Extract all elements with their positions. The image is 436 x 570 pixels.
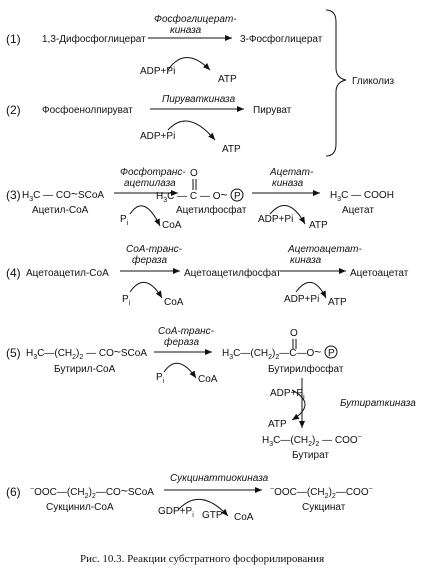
enzyme-1-name-cont: фераза xyxy=(164,336,199,348)
reaction-number: (1) xyxy=(6,32,21,46)
cofactor-1-out: CoA xyxy=(198,374,218,385)
cofactor-1-in: Pi xyxy=(122,294,131,307)
cofactor-arrow-1 xyxy=(163,362,197,379)
carbonyl-oxygen: O xyxy=(290,328,298,339)
reaction-number: (4) xyxy=(6,266,21,280)
reaction-3: (3) H3C — CO~SCoA Ацетил-CoA Фосфотранс-… xyxy=(6,166,394,231)
intermediate-formula: H3C—(CH2)2—C—O~ xyxy=(222,345,321,361)
intermediate-name: Ацетилфосфат xyxy=(176,204,247,216)
enzyme-2-name: Бутираткиназа xyxy=(340,398,416,409)
substrate-formula: H3C—(CH2)2 — CO~SCoA xyxy=(26,345,147,361)
enzyme-name: Сукцинаттиокиназа xyxy=(170,473,269,484)
cofactor-arrow-2 xyxy=(295,282,327,299)
figure-caption: Рис. 10.3. Реакции субстратного фосфорил… xyxy=(80,553,324,565)
enzyme-1-name: CoA-транс- xyxy=(126,244,183,255)
cofactor-arrow-2 xyxy=(269,205,306,225)
product-formula: H3C — COOH xyxy=(330,190,394,203)
reaction-6: (6) −OOC—(CH2)2—CO~SCoA Сукцинил-CoA Сук… xyxy=(6,473,373,523)
enzyme-2-name-cont: киназа xyxy=(290,255,322,266)
reaction-1: (1) 1,3-Дифосфоглицерат Фосфоглицерат- к… xyxy=(6,13,323,85)
product-name: Ацетат xyxy=(342,205,374,216)
cofactor-1-out: CoA xyxy=(164,297,184,308)
enzyme-name: Фосфоглицерат- xyxy=(154,13,237,25)
cofactor-in: ADP+Pi xyxy=(140,131,175,142)
cofactor-arrow-1 xyxy=(129,205,161,227)
cofactor-out-1: GTP xyxy=(202,510,223,521)
enzyme-1-name: CoA-транс- xyxy=(158,326,215,337)
enzyme-2-name: Ацетат- xyxy=(269,167,314,178)
reaction-number: (2) xyxy=(6,103,21,117)
cofactor-arrow xyxy=(177,498,229,517)
product-name: Пируват xyxy=(253,105,292,116)
cofactor-arrow-1 xyxy=(129,282,163,299)
reaction-number: (3) xyxy=(6,188,21,202)
enzyme-2-name: Ацетоацетат- xyxy=(287,244,362,255)
product-name: Ацетоацетат xyxy=(350,268,409,279)
product-formula: −OOC—(CH2)2—COO− xyxy=(270,486,373,500)
product-formula: H3C—(CH2)2 — COO− xyxy=(262,434,362,448)
substrate-name: 1,3-Дифосфоглицерат xyxy=(42,33,146,45)
cofactor-2-in: ADP+Pi xyxy=(284,294,319,305)
cofactor-arrow-2 xyxy=(291,389,306,421)
cofactor-out: ATP xyxy=(222,144,241,155)
intermediate-name: Ацетоацетилфосфат xyxy=(184,267,281,279)
reaction-number: (6) xyxy=(6,485,21,499)
substrate-name: Ацетоацетил-CoA xyxy=(26,268,109,279)
product-name: Сукцинат xyxy=(302,502,346,513)
substrate-name: Фосфоенолпируват xyxy=(42,104,133,116)
cofactor-2-out: ATP xyxy=(268,419,287,430)
enzyme-1-name-cont: ацетилаза xyxy=(124,178,176,189)
glycolysis-label: Гликолиз xyxy=(352,76,395,87)
phosphate-symbol: P xyxy=(234,191,241,202)
reaction-number: (5) xyxy=(6,346,21,360)
phosphate-symbol: P xyxy=(328,348,335,359)
cofactor-in: GDP+Pi xyxy=(158,506,194,519)
substrate-formula: H3C — CO~SCoA xyxy=(22,187,104,203)
reaction-5: (5) H3C—(CH2)2 — CO~SCoA Бутирил-CoA CoA… xyxy=(6,326,416,461)
phosphate-icon xyxy=(324,345,338,359)
cofactor-2-out: ATP xyxy=(309,220,328,231)
substrate-formula: −OOC—(CH2)2—CO~SCoA xyxy=(30,484,154,500)
cofactor-out-2: CoA xyxy=(234,512,254,523)
cofactor-1-in: Pi xyxy=(156,372,165,385)
cofactor-1-out: CoA xyxy=(162,220,182,231)
cofactor-2-in: ADP+Pi xyxy=(270,388,305,401)
cofactor-in: ADP+Pi xyxy=(140,66,175,77)
carbonyl-oxygen: O xyxy=(190,168,198,179)
reaction-2: (2) Фосфоенолпируват Пируваткиназа Пирув… xyxy=(6,94,292,155)
reaction-4: (4) Ацетоацетил-CoA CoA-транс- фераза Pi… xyxy=(6,244,409,308)
cofactor-2-in: ADP+Pi xyxy=(258,214,293,225)
enzyme-1-name: Фосфотранс- xyxy=(120,166,186,178)
enzyme-name: Пируваткиназа xyxy=(162,94,236,105)
cofactor-2-out: ATP xyxy=(328,297,347,308)
product-name: 3-Фосфоглицерат xyxy=(240,33,323,45)
enzyme-2-name-cont: киназа xyxy=(272,178,304,189)
cofactor-arrow xyxy=(167,57,211,71)
glycolysis-brace xyxy=(325,9,347,157)
intermediate-formula: H3C — C — O~ xyxy=(156,188,228,204)
cofactor-1-in: Pi xyxy=(120,214,129,227)
cofactor-arrow xyxy=(167,120,216,141)
substrate-name: Бутирил-CoA xyxy=(54,364,116,375)
enzyme-name-cont: киназа xyxy=(170,25,202,36)
intermediate-name: Бутирилфосфат xyxy=(268,363,344,375)
enzyme-1-name-cont: фераза xyxy=(132,254,167,266)
product-name: Бутират xyxy=(292,450,329,461)
substrate-name: Сукцинил-CoA xyxy=(46,502,114,513)
substrate-name: Ацетил-CoA xyxy=(32,205,89,216)
cofactor-out: ATP xyxy=(218,74,237,85)
phosphate-icon xyxy=(230,188,244,202)
